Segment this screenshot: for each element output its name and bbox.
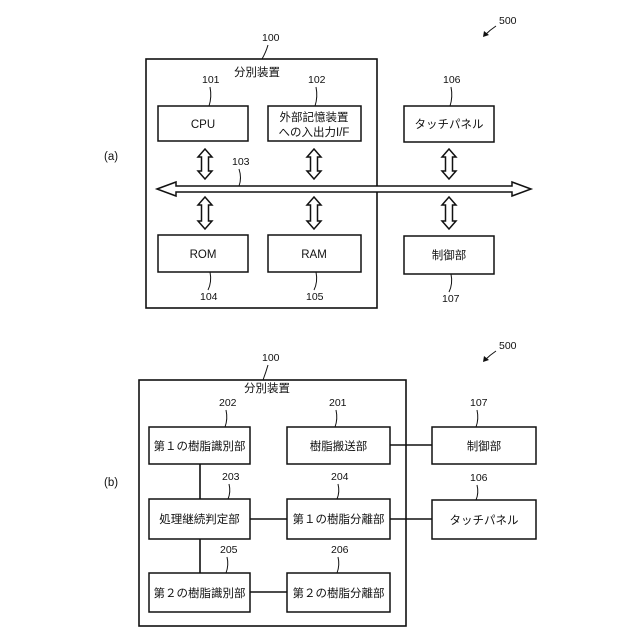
control-label-b: 制御部 xyxy=(467,439,502,453)
touch-panel-label-a: タッチパネル xyxy=(415,118,484,131)
ref-104-leader xyxy=(208,272,211,290)
ref-204: 204 xyxy=(331,471,349,483)
second-separate-label: 第２の樹脂分離部 xyxy=(293,586,385,600)
ref-106-b: 106 xyxy=(470,472,488,484)
ref-205: 205 xyxy=(220,544,238,556)
ref-100-a: 100 xyxy=(262,32,280,44)
ref-106-a: 106 xyxy=(443,74,461,86)
ref-106-a-leader xyxy=(450,87,452,106)
panel-label-b: (b) xyxy=(104,477,118,489)
ref-100-b-leader xyxy=(263,365,268,380)
diagram-a: 500 (a) 100 分別装置 CPU 101 外部記憶装置 への入出力I/F… xyxy=(104,15,531,308)
ref-102: 102 xyxy=(308,74,326,86)
second-identify-label: 第２の樹脂識別部 xyxy=(154,586,246,600)
ref-203-leader xyxy=(228,484,230,499)
ext-if-label-line1: 外部記憶装置 xyxy=(280,110,349,124)
rom-label: ROM xyxy=(190,249,217,261)
ref-107-a: 107 xyxy=(442,293,460,305)
ref-202-leader xyxy=(225,410,227,427)
ref-201-leader xyxy=(335,410,337,427)
panel-label-a: (a) xyxy=(104,151,118,163)
ext-if-label-line2: への入出力I/F xyxy=(279,125,350,139)
ref-101: 101 xyxy=(202,74,220,86)
cpu-label: CPU xyxy=(191,119,215,131)
bus-ram-arrow xyxy=(307,197,321,229)
ref-106-b-leader xyxy=(476,485,478,500)
ref-202: 202 xyxy=(219,397,237,409)
ref-206-leader xyxy=(337,557,339,573)
ref-107-a-leader xyxy=(449,274,452,292)
touch-panel-bus-arrow xyxy=(442,149,456,179)
ram-label: RAM xyxy=(301,249,327,261)
ref-105-leader xyxy=(314,272,317,290)
device-title-b: 分別装置 xyxy=(244,382,290,395)
device-title-a: 分別装置 xyxy=(234,66,280,79)
ref-103: 103 xyxy=(232,156,250,168)
control-label-a: 制御部 xyxy=(432,248,467,262)
bus-rom-arrow xyxy=(198,197,212,229)
first-separate-label: 第１の樹脂分離部 xyxy=(293,512,385,526)
ref-100-b: 100 xyxy=(262,352,280,364)
touch-panel-label-b: タッチパネル xyxy=(450,514,519,527)
ref-107-b-leader xyxy=(476,410,478,427)
ref-100-a-leader xyxy=(262,45,268,59)
diagram-b: 500 (b) 100 分別装置 第１の樹脂識別部 202 樹脂搬送部 201 … xyxy=(104,340,536,626)
ref-103-leader xyxy=(239,169,241,186)
ref-104: 104 xyxy=(200,291,218,303)
ref-203: 203 xyxy=(222,471,240,483)
cpu-bus-arrow xyxy=(198,149,212,179)
resin-transport-label: 樹脂搬送部 xyxy=(310,439,368,453)
ref-101-leader xyxy=(209,87,211,106)
continue-judge-label: 処理継続判定部 xyxy=(159,512,240,526)
first-identify-label: 第１の樹脂識別部 xyxy=(154,439,246,453)
ref-105: 105 xyxy=(306,291,324,303)
ext-if-bus-arrow xyxy=(307,149,321,179)
ref-107-b: 107 xyxy=(470,397,488,409)
bus-arrow xyxy=(157,182,531,196)
ref-500-a: 500 xyxy=(499,15,517,27)
ref-500-b: 500 xyxy=(499,340,517,352)
ref-201: 201 xyxy=(329,397,347,409)
ref-206: 206 xyxy=(331,544,349,556)
ref-204-leader xyxy=(337,484,339,499)
ref-102-leader xyxy=(315,87,317,106)
bus-control-arrow xyxy=(442,197,456,229)
ref-205-leader xyxy=(226,557,228,573)
